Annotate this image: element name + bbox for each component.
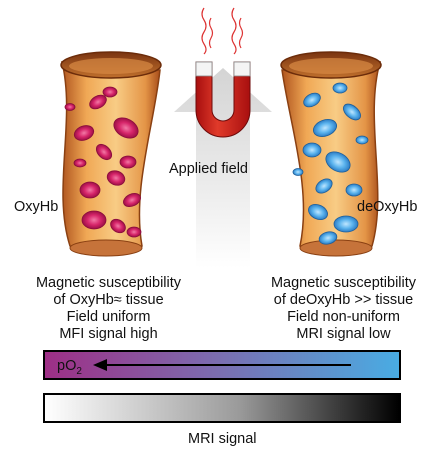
mri-gradient-bar bbox=[43, 393, 401, 423]
po2-gradient-bar: pO2 bbox=[43, 350, 401, 380]
deoxyhb-blue-cells bbox=[292, 82, 369, 245]
oxyhb-desc-line3: Field uniform bbox=[66, 309, 151, 325]
mri-signal-label: MRI signal bbox=[188, 431, 257, 447]
magnet-icon bbox=[195, 61, 251, 138]
heat-lines bbox=[201, 7, 244, 55]
left-arrow-icon bbox=[93, 359, 351, 371]
oxyhb-description: Magnetic susceptibility of OxyHb≈ tissue… bbox=[6, 275, 211, 343]
illustration bbox=[60, 7, 382, 268]
deoxyhb-desc-line3: Field non-uniform bbox=[287, 309, 400, 325]
oxyhb-red-cells bbox=[64, 86, 142, 238]
deoxyhb-desc-line2: of deOxyHb >> tissue bbox=[273, 292, 414, 308]
deoxyhb-label: deOxyHb bbox=[357, 199, 418, 215]
deoxyhb-description: Magnetic susceptibility of deOxyHb >> ti… bbox=[241, 275, 446, 343]
applied-field-label: Applied field bbox=[169, 161, 248, 177]
oxyhb-desc-line4: MFI signal high bbox=[59, 326, 158, 342]
oxyhb-desc-line1: Magnetic susceptibility bbox=[35, 275, 182, 291]
deoxyhb-desc-line4: MRI signal low bbox=[296, 326, 391, 342]
oxyhb-label: OxyHb bbox=[14, 199, 59, 215]
po2-label: pO2 bbox=[57, 358, 82, 377]
oxyhb-desc-line2: of OxyHb≈ tissue bbox=[53, 292, 164, 308]
deoxyhb-desc-line1: Magnetic susceptibility bbox=[270, 275, 417, 291]
